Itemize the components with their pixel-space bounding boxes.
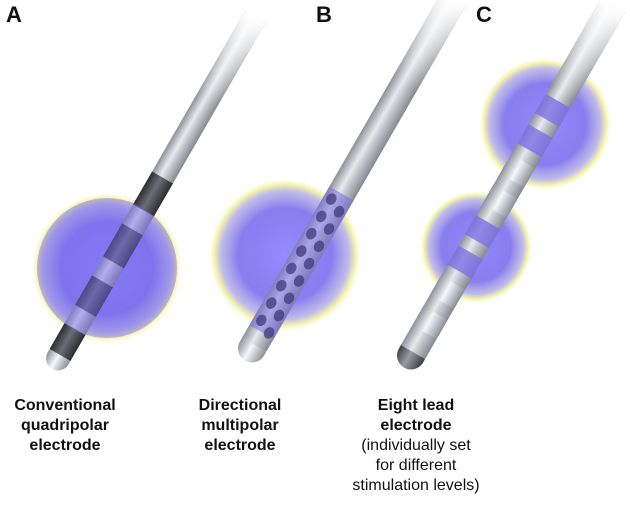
caption-c-sub-1: (individually set	[361, 437, 471, 454]
contact-c-6	[499, 154, 536, 188]
caption-b: Directional multipolar electrode	[180, 396, 300, 456]
contact-a-3	[103, 223, 143, 269]
directional-contacts-b	[256, 193, 345, 339]
contact-a-2	[75, 275, 113, 317]
contacts-c	[412, 93, 571, 340]
caption-c-line-1: Eight lead	[377, 397, 455, 414]
panel-b-drawing	[209, 0, 467, 363]
caption-c-line-2: electrode	[380, 417, 452, 434]
caption-c-sub-3: stimulation levels)	[352, 477, 480, 494]
contact-c-7	[517, 124, 553, 158]
caption-a-line-3: electrode	[29, 437, 101, 454]
caption-a-line-2: quadripolar	[20, 417, 109, 434]
tip-b	[238, 338, 267, 363]
panel-letter-c: C	[476, 2, 492, 27]
contact-a-4	[133, 171, 173, 217]
caption-c: Eight lead electrode (individually set f…	[336, 396, 496, 496]
contact-c-8	[534, 93, 571, 127]
tip-c	[397, 345, 426, 370]
contact-a-1	[49, 323, 86, 361]
caption-a-line-1: Conventional	[14, 397, 116, 414]
contact-c-5	[482, 184, 518, 218]
caption-c-sub-2: for different	[375, 457, 457, 474]
caption-b-line-3: electrode	[204, 437, 276, 454]
caption-a: Conventional quadripolar electrode	[0, 396, 130, 456]
panel-letter-b: B	[316, 2, 332, 27]
contact-c-2	[429, 275, 466, 309]
caption-b-line-1: Directional	[198, 397, 282, 414]
panel-c-drawing	[397, 0, 626, 370]
contact-c-3	[447, 245, 483, 279]
contact-c-4	[464, 215, 501, 249]
contact-c-1	[412, 306, 448, 340]
panel-a-drawing	[32, 11, 266, 371]
tip-a	[46, 349, 71, 371]
caption-b-line-2: multipolar	[201, 417, 279, 434]
panel-letter-a: A	[6, 2, 22, 27]
